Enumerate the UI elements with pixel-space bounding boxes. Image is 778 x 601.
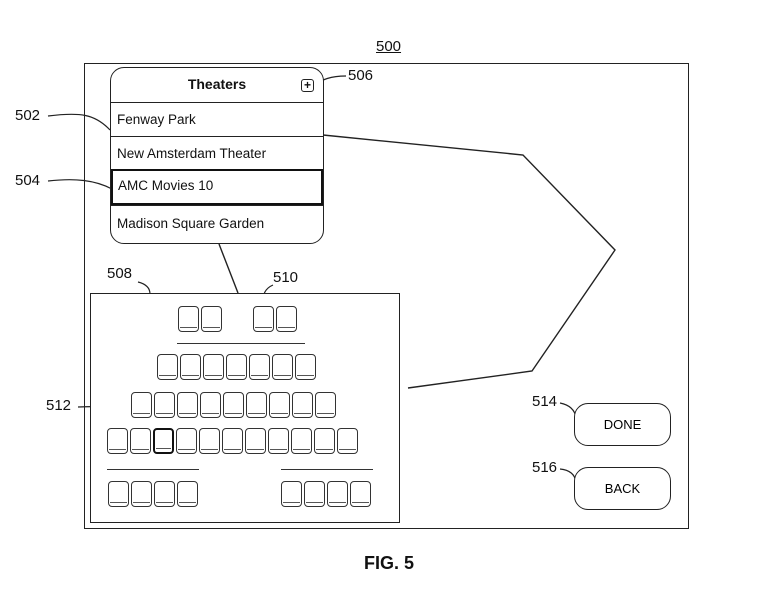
seat[interactable] [107,428,128,454]
seat[interactable] [131,392,152,418]
ref-504: 504 [15,172,41,189]
seat[interactable] [222,428,243,454]
seat[interactable] [176,428,197,454]
seat[interactable] [157,354,178,380]
figure-number: 500 [376,38,402,55]
theater-item-madison-square-garden[interactable]: Madison Square Garden [111,205,323,243]
seat[interactable] [177,392,198,418]
seat[interactable] [154,392,175,418]
theater-item-fenway-park[interactable]: Fenway Park [111,102,323,136]
seat[interactable] [327,481,348,507]
seat[interactable] [276,306,297,332]
seat[interactable] [268,428,289,454]
seat[interactable] [130,428,151,454]
seat[interactable] [200,392,221,418]
connector-outline [322,134,616,389]
seat[interactable] [281,481,302,507]
seat[interactable] [177,481,198,507]
ref-502: 502 [15,107,41,124]
seat[interactable] [350,481,371,507]
ref-510: 510 [273,269,299,286]
seat-map [90,293,400,523]
seat[interactable] [295,354,316,380]
section-divider-right [281,469,373,470]
seat[interactable] [246,392,267,418]
seat[interactable] [223,392,244,418]
seat[interactable] [272,354,293,380]
seat[interactable] [108,481,129,507]
device-screen-frame [84,63,689,529]
seat[interactable] [226,354,247,380]
panel-to-seatmap-line [218,243,239,294]
back-button[interactable]: BACK [574,467,671,510]
done-button[interactable]: DONE [574,403,671,446]
seat[interactable] [314,428,335,454]
seat[interactable] [315,392,336,418]
leader-502 [47,113,111,131]
ref-506: 506 [348,67,374,84]
theaters-panel-title: Theaters [187,76,247,92]
seat[interactable] [178,306,199,332]
seat[interactable] [131,481,152,507]
leader-504 [47,179,113,190]
section-divider-left [107,469,199,470]
seat[interactable] [304,481,325,507]
seat[interactable] [291,428,312,454]
theater-item-new-amsterdam[interactable]: New Amsterdam Theater [111,136,323,170]
seat[interactable] [180,354,201,380]
add-theater-button[interactable]: + [301,79,314,92]
seat[interactable] [337,428,358,454]
seat[interactable] [201,306,222,332]
seat[interactable] [199,428,220,454]
seat[interactable] [269,392,290,418]
theater-item-amc-movies-10[interactable]: AMC Movies 10 [111,169,323,205]
seat[interactable] [292,392,313,418]
ref-512: 512 [46,397,72,414]
figure-caption: FIG. 5 [363,553,414,573]
seat[interactable] [154,481,175,507]
seat[interactable] [253,306,274,332]
row-divider [177,343,305,344]
seat[interactable] [245,428,266,454]
theaters-panel: Theaters + Fenway Park New Amsterdam The… [110,67,324,244]
seat[interactable] [249,354,270,380]
selected-seat[interactable] [153,428,174,454]
seat[interactable] [203,354,224,380]
ref-514: 514 [532,393,558,410]
ref-508: 508 [107,265,133,282]
ref-516: 516 [532,459,558,476]
leader-508 [137,281,151,295]
